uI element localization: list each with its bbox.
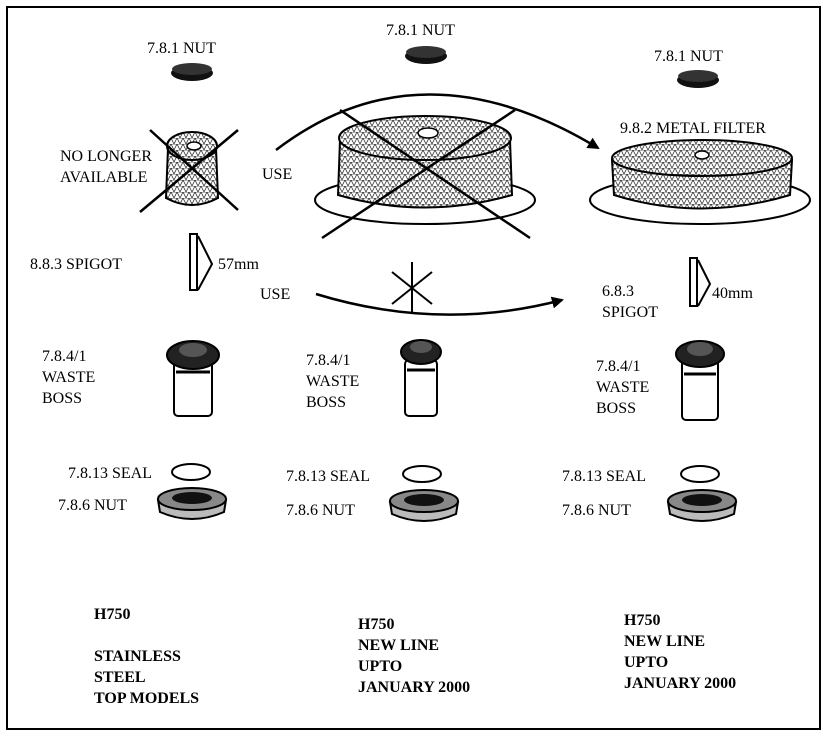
use-arrow-bottom bbox=[315, 292, 564, 316]
waste-boss-mid bbox=[400, 339, 442, 417]
seal-right bbox=[680, 465, 720, 483]
top-nut-left bbox=[171, 63, 213, 81]
label-nut-bottom-right: 7.8.6 NUT bbox=[562, 502, 631, 519]
bottom-nut-right bbox=[666, 489, 738, 522]
diagram-frame bbox=[6, 6, 821, 730]
label-no-longer: NO LONGER bbox=[60, 148, 152, 165]
label-use-bottom: USE bbox=[260, 286, 291, 303]
label-seal-mid: 7.8.13 SEAL bbox=[286, 468, 370, 485]
model-caption-left: H750 STAINLESS STEEL TOP MODELS bbox=[94, 606, 200, 707]
label-metal-filter: 9.8.2 METAL FILTER bbox=[620, 120, 766, 137]
crossed-spigot-mid bbox=[391, 262, 433, 314]
label-waste-boss-right: 7.8.4/1 WASTE BOSS bbox=[596, 358, 650, 417]
label-nut-top-mid: 7.8.1 NUT bbox=[386, 22, 455, 39]
label-waste-boss-mid: 7.8.4/1 WASTE BOSS bbox=[306, 352, 360, 411]
model-caption-mid: H750 NEW LINE UPTO JANUARY 2000 bbox=[358, 616, 471, 696]
top-nut-mid bbox=[405, 46, 447, 64]
label-spigot-right: SPIGOT bbox=[602, 304, 659, 321]
label-spigot-right-code: 6.8.3 bbox=[602, 283, 634, 300]
label-waste-boss-left: 7.8.4/1 WASTE BOSS bbox=[42, 348, 96, 407]
bottom-nut-left bbox=[156, 487, 228, 520]
label-seal-left: 7.8.13 SEAL bbox=[68, 465, 152, 482]
bottom-nut-mid bbox=[388, 489, 460, 522]
label-nut-top-left: 7.8.1 NUT bbox=[147, 40, 216, 57]
label-use-top: USE bbox=[262, 166, 293, 183]
use-arrow-top bbox=[275, 93, 600, 151]
label-spigot-left: 8.8.3 SPIGOT bbox=[30, 256, 123, 273]
label-nut-bottom-mid: 7.8.6 NUT bbox=[286, 502, 355, 519]
top-nut-right bbox=[677, 70, 719, 88]
waste-boss-left bbox=[166, 340, 220, 417]
label-length-40: 40mm bbox=[712, 285, 753, 302]
seal-mid bbox=[402, 465, 442, 483]
spigot-left bbox=[189, 233, 214, 291]
seal-left bbox=[171, 463, 211, 481]
model-caption-right: H750 NEW LINE UPTO JANUARY 2000 bbox=[624, 612, 737, 692]
label-nut-top-right: 7.8.1 NUT bbox=[654, 48, 723, 65]
label-nut-bottom-left: 7.8.6 NUT bbox=[58, 497, 127, 514]
label-seal-right: 7.8.13 SEAL bbox=[562, 468, 646, 485]
old-filter-mid bbox=[314, 108, 536, 240]
label-length-57: 57mm bbox=[218, 256, 259, 273]
old-strainer-left bbox=[139, 129, 239, 213]
metal-filter-right bbox=[589, 139, 811, 225]
label-available: AVAILABLE bbox=[60, 169, 148, 186]
waste-boss-right bbox=[675, 340, 725, 421]
spigot-right bbox=[689, 257, 712, 307]
